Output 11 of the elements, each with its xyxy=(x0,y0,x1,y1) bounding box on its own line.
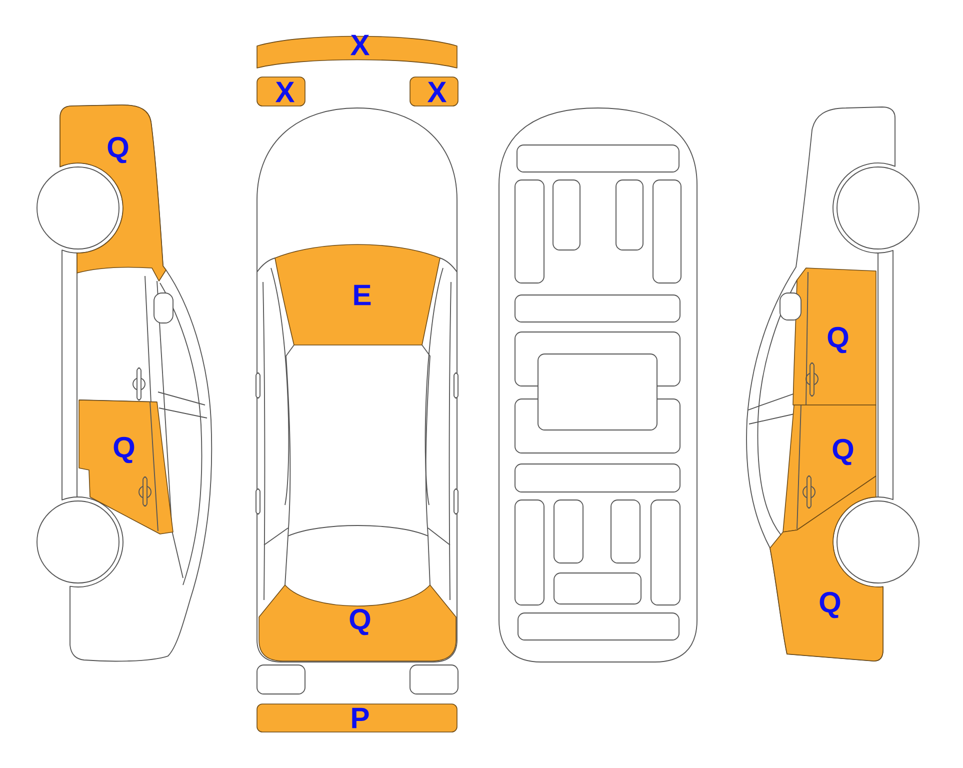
fender-panel: Q xyxy=(60,104,166,282)
fender-panel: Q xyxy=(770,476,884,662)
door-panel: Q xyxy=(780,268,876,406)
door-panel: Q xyxy=(78,400,174,534)
windshield-panel: E xyxy=(274,244,440,346)
door-panel: Q xyxy=(782,404,876,532)
headlight-panel: X xyxy=(410,76,458,106)
rear-panel: Q xyxy=(258,584,456,662)
headlight-panel: X xyxy=(256,76,306,106)
bumper-panel: P xyxy=(256,704,458,732)
bumper-panel: X xyxy=(256,34,458,68)
